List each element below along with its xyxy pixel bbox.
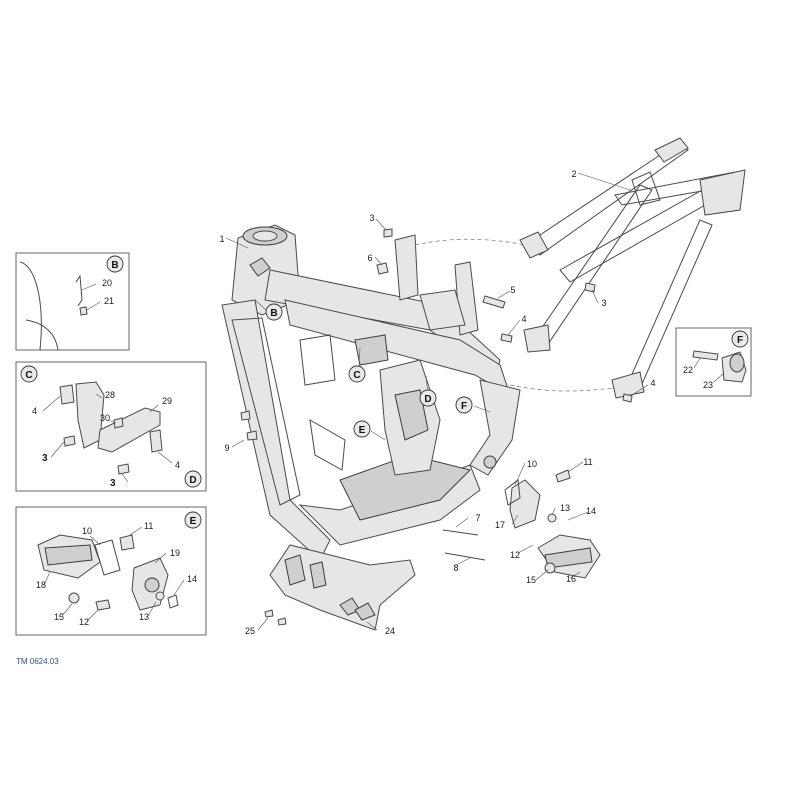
callout-f-main: F (455, 396, 473, 414)
svg-text:28: 28 (105, 390, 115, 400)
svg-text:13: 13 (139, 612, 149, 622)
svg-text:D: D (189, 475, 196, 486)
svg-text:3: 3 (110, 478, 116, 489)
svg-text:15: 15 (54, 612, 64, 622)
svg-text:1: 1 (219, 234, 224, 244)
svg-text:3: 3 (42, 453, 48, 464)
svg-text:E: E (190, 516, 197, 527)
svg-text:21: 21 (104, 296, 114, 306)
svg-text:22: 22 (683, 365, 693, 375)
detail-box-f: 22 23 F (675, 327, 752, 397)
main-part-numbers: 1 2 3 3 4 4 5 6 7 8 9 10 11 12 13 14 15 … (219, 169, 655, 636)
svg-text:C: C (25, 370, 32, 381)
skid-plate-drawing (269, 544, 416, 631)
svg-text:C: C (353, 370, 360, 381)
svg-text:4: 4 (521, 314, 526, 324)
svg-text:11: 11 (583, 457, 592, 467)
callout-d-main: D (419, 389, 437, 407)
svg-text:10: 10 (82, 526, 92, 536)
svg-text:3: 3 (601, 298, 606, 308)
svg-text:14: 14 (187, 574, 197, 584)
detail-box-b: 20 21 B (15, 252, 130, 351)
drawing-code: TM 0624.03 (16, 657, 59, 666)
svg-text:29: 29 (162, 396, 172, 406)
svg-text:12: 12 (510, 550, 520, 560)
svg-text:7: 7 (475, 513, 480, 523)
svg-text:13: 13 (560, 503, 570, 513)
svg-text:D: D (424, 394, 431, 405)
svg-text:9: 9 (224, 443, 229, 453)
svg-text:6: 6 (367, 253, 372, 263)
callout-e-main: E (353, 420, 371, 438)
svg-text:11: 11 (144, 521, 153, 531)
detail-box-c: 28 29 30 4 4 3 3 C D (15, 361, 207, 492)
svg-text:15: 15 (526, 575, 536, 585)
assembly-dash-upper (414, 238, 526, 246)
svg-text:F: F (737, 335, 743, 346)
svg-text:B: B (270, 308, 277, 319)
main-frame-drawing (221, 224, 521, 561)
svg-text:3: 3 (369, 213, 374, 223)
svg-text:19: 19 (170, 548, 180, 558)
svg-text:12: 12 (79, 617, 89, 627)
leader-lines (225, 172, 649, 631)
svg-text:E: E (359, 425, 366, 436)
svg-text:8: 8 (453, 563, 458, 573)
svg-text:F: F (461, 401, 467, 412)
svg-text:4: 4 (32, 406, 37, 416)
assembly-dash-lower (509, 384, 616, 392)
svg-text:18: 18 (36, 580, 46, 590)
svg-text:B: B (111, 260, 118, 271)
fasteners-drawing (240, 228, 633, 626)
detail-box-e: 10 11 18 19 14 15 12 13 E (15, 506, 207, 636)
svg-text:4: 4 (650, 378, 655, 388)
svg-text:14: 14 (586, 506, 596, 516)
svg-text:16: 16 (566, 574, 576, 584)
svg-text:20: 20 (102, 278, 112, 288)
svg-text:2: 2 (571, 169, 576, 179)
svg-text:4: 4 (175, 460, 180, 470)
svg-text:30: 30 (100, 413, 110, 423)
svg-text:17: 17 (495, 520, 505, 530)
subframe-drawing (519, 137, 746, 399)
callout-b-main: B (265, 303, 283, 321)
callout-c-main: C (348, 365, 366, 383)
svg-text:5: 5 (510, 285, 515, 295)
svg-text:23: 23 (703, 380, 713, 390)
svg-text:25: 25 (245, 626, 255, 636)
svg-text:10: 10 (527, 459, 537, 469)
svg-text:24: 24 (385, 626, 395, 636)
